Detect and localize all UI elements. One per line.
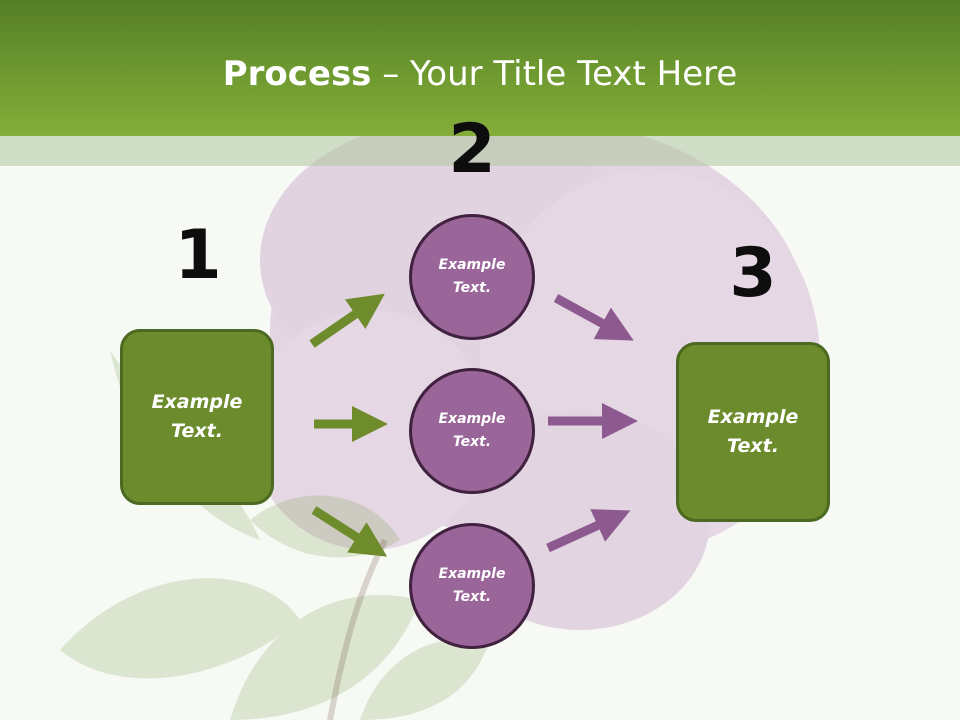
title-rest-part: – Your Title Text Here [371, 54, 738, 94]
step-3-box: Example Text. [676, 342, 830, 522]
title-bold-part: Process [222, 54, 372, 94]
step-2-circle-bottom: Example Text. [409, 523, 535, 649]
step-2-circle-top: Example Text. [409, 214, 535, 340]
step-number-3: 3 [729, 234, 777, 313]
title-bar [0, 0, 960, 136]
step-number-1: 1 [174, 216, 222, 295]
step-2-circle-middle: Example Text. [409, 368, 535, 494]
slide-title: Process – Your Title Text Here [0, 50, 960, 98]
step-number-2: 2 [448, 110, 496, 189]
title-bar-band [0, 136, 960, 166]
step-1-box: Example Text. [120, 329, 274, 505]
